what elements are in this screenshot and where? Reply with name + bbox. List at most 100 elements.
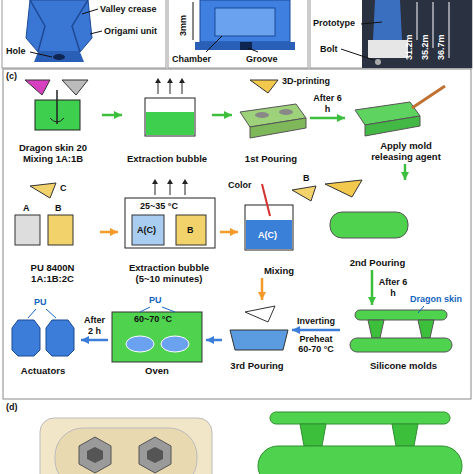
arrowhead (167, 179, 173, 184)
step-caption: Silicone molds (370, 361, 437, 372)
part-label: Hole (6, 46, 26, 56)
chamber (215, 8, 275, 36)
process-step: Dragon skin 20Mixing 1A:1B (4, 78, 102, 166)
arrowhead (152, 179, 158, 184)
part-label: PU (34, 297, 47, 307)
dimension-line (417, 2, 418, 40)
panel-frame (310, 0, 472, 68)
step-caption: Dragon skin 20 (19, 143, 87, 154)
step-caption: Mixing (264, 266, 294, 277)
step-caption: Extraction bubble (129, 263, 209, 274)
arrowhead (179, 78, 185, 83)
process-arrow (310, 117, 345, 120)
cup (245, 306, 275, 322)
actuator (46, 320, 74, 356)
mold-top-view (40, 418, 212, 474)
part-label: C (60, 183, 67, 193)
part-label: Color (228, 180, 252, 190)
silicone-mold (258, 446, 462, 474)
mold-tray (230, 330, 288, 350)
cup (250, 80, 278, 93)
cup (25, 80, 50, 95)
step-caption: 1st Pouring (245, 154, 297, 165)
cavity (279, 109, 293, 115)
prototype-base (368, 40, 408, 58)
step-caption: 3rd Pouring (230, 361, 283, 372)
leader-line (248, 48, 258, 52)
part-label: Valley crease (100, 4, 157, 14)
cup (292, 186, 316, 201)
step-caption: Oven (145, 366, 169, 377)
part-label: A (23, 203, 30, 213)
process-step: Oven (108, 300, 206, 378)
part-label: Prototype (313, 18, 355, 28)
cup (176, 215, 206, 245)
silicone-mold (300, 424, 326, 446)
arrowhead (182, 179, 188, 184)
bubble-arrow (182, 82, 183, 94)
edge-label: Inverting (296, 316, 336, 326)
process-step: 3rd Pouring (222, 300, 292, 373)
part-label: 3D-printing (282, 76, 330, 86)
bolt (375, 59, 381, 65)
part-label: 3mm (178, 15, 188, 36)
mold (365, 116, 420, 136)
hexagon-core (147, 447, 163, 463)
process-arrow (102, 114, 122, 117)
leader-line (46, 309, 56, 318)
dimension-line (193, 2, 194, 40)
process-step: 1st Pouring (232, 78, 310, 166)
process-arrow (212, 114, 232, 117)
leader-line (361, 22, 382, 24)
process-arrow (292, 329, 340, 332)
step-caption: PU 8400N (31, 263, 75, 274)
oven (112, 312, 202, 362)
part-label: Groove (246, 54, 278, 64)
process-arrow (261, 278, 264, 300)
mold-cavity (55, 428, 197, 474)
hexagon-core (79, 437, 111, 473)
process-arrow (404, 164, 407, 180)
part-label: Dragon skin (410, 294, 462, 304)
cavity (255, 112, 269, 118)
part-label: B (303, 173, 310, 183)
part-label: Chamber (172, 54, 211, 64)
silicone-mold (350, 338, 452, 352)
actuator (12, 320, 40, 356)
silicone-mold (270, 412, 450, 424)
origami-base (34, 52, 84, 62)
block-base (195, 42, 295, 50)
leader-line (418, 306, 424, 313)
mold-cavity (161, 336, 189, 352)
dimension-line (433, 2, 434, 48)
part-label: Origami unit (104, 26, 157, 36)
leader-line (30, 52, 52, 57)
process-step: Apply mold releasing agent (345, 84, 467, 164)
liquid (246, 220, 292, 249)
photo (362, 0, 472, 68)
process-step: Extraction bubble(5~10 minutes) (118, 180, 220, 286)
leader-line (140, 307, 150, 312)
process-step: Silicone molds (340, 305, 467, 373)
bubble-arrow (185, 183, 186, 195)
hole (53, 54, 65, 60)
process-step: Actuators (5, 300, 81, 378)
cup (62, 80, 88, 95)
process-arrow (206, 339, 222, 342)
edge-label: After 6 h (312, 93, 344, 114)
dimension-line (449, 2, 450, 58)
hexagon-core (139, 437, 171, 473)
origami-unit (26, 0, 92, 52)
panel-frame (3, 69, 471, 399)
bubble-arrow (158, 82, 159, 94)
step-caption: Actuators (21, 366, 65, 377)
part-label: 31.2m (404, 34, 414, 60)
silicone-mold (418, 320, 434, 338)
process-step: Extraction bubble (122, 78, 212, 166)
leader-line (206, 36, 222, 52)
leader-line (341, 49, 374, 60)
mold-block (330, 212, 408, 238)
stirrer (56, 90, 58, 124)
